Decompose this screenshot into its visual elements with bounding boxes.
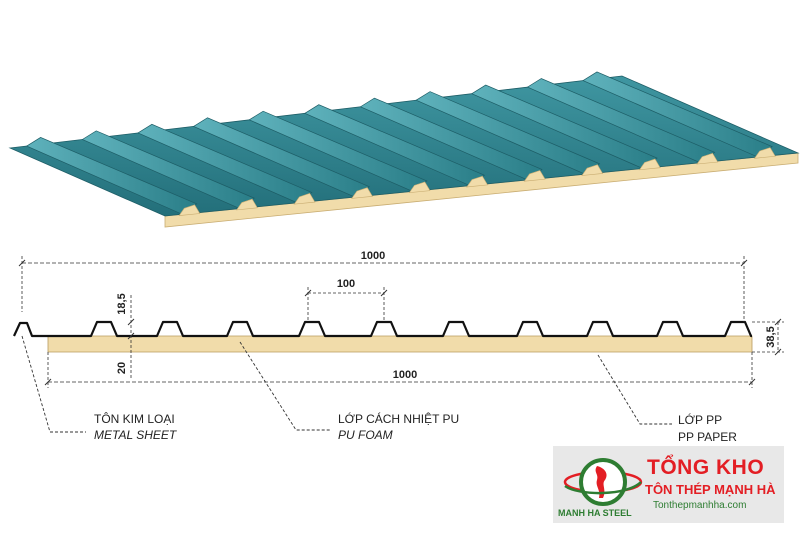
dim-total-width-bottom: 1000 <box>393 369 417 381</box>
panel-foam-bump <box>293 193 316 205</box>
panel-foam-bump <box>581 164 604 176</box>
panel-foam-bump <box>696 152 719 165</box>
panel-foam-bump <box>753 147 776 159</box>
label-metal-sheet-en: METAL SHEET <box>94 428 178 442</box>
dim-foam-thickness: 20 <box>116 362 128 374</box>
panel-rib <box>526 78 716 164</box>
panel-foam-bump <box>178 204 201 216</box>
dim-rib-height: 18,5 <box>116 293 128 314</box>
dim-rib-pitch: 100 <box>337 278 355 290</box>
logo-title: TỔNG KHO <box>647 456 765 479</box>
brand-logo: TỔNG KHO TÔN THÉP MẠNH HÀ Tonthepmanhha.… <box>553 446 784 523</box>
panel-rib <box>248 110 428 192</box>
panel-ribs <box>25 71 776 216</box>
panel-foam-bump <box>236 198 258 211</box>
leader-lines <box>21 335 672 433</box>
logo-subtitle: TÔN THÉP MẠNH HÀ <box>645 482 776 497</box>
panel-rib <box>81 130 255 209</box>
section-metal-profile <box>13 320 753 338</box>
panel-foam-bump <box>523 170 546 182</box>
dim-total-width-top: 1000 <box>361 250 385 262</box>
logo-brand: MANH HA STEEL <box>558 508 632 518</box>
panel-foam-bump <box>408 181 431 194</box>
profile-section <box>13 320 753 353</box>
globe-logo-icon <box>563 458 643 506</box>
panel-rib <box>582 71 773 158</box>
panel-foam-bump <box>466 175 489 188</box>
panel-rib <box>471 84 658 169</box>
section-foam <box>47 335 753 353</box>
label-pu-foam-vi: LỚP CÁCH NHIỆT PU <box>338 411 459 426</box>
logo-website: Tonthepmanhha.com <box>653 500 747 511</box>
panel-rib <box>304 104 486 187</box>
label-metal-sheet-vi: TÔN KIM LOẠI <box>94 411 175 426</box>
dim-total-height: 38,5 <box>765 326 777 347</box>
panel-rib <box>359 97 543 181</box>
label-pp-en: PP PAPER <box>678 430 737 444</box>
panel-rib <box>415 91 601 175</box>
panel-foam-bump <box>638 158 661 171</box>
panel-rib <box>137 123 313 204</box>
panel-rib <box>192 117 370 198</box>
panel-3d-view <box>8 71 800 228</box>
label-pp-vi: LỚP PP <box>678 412 722 427</box>
label-pu-foam-en: PU FOAM <box>338 428 393 442</box>
panel-rib <box>25 137 198 215</box>
dimension-ticks <box>18 259 782 386</box>
panel-foam-bump <box>351 187 373 199</box>
